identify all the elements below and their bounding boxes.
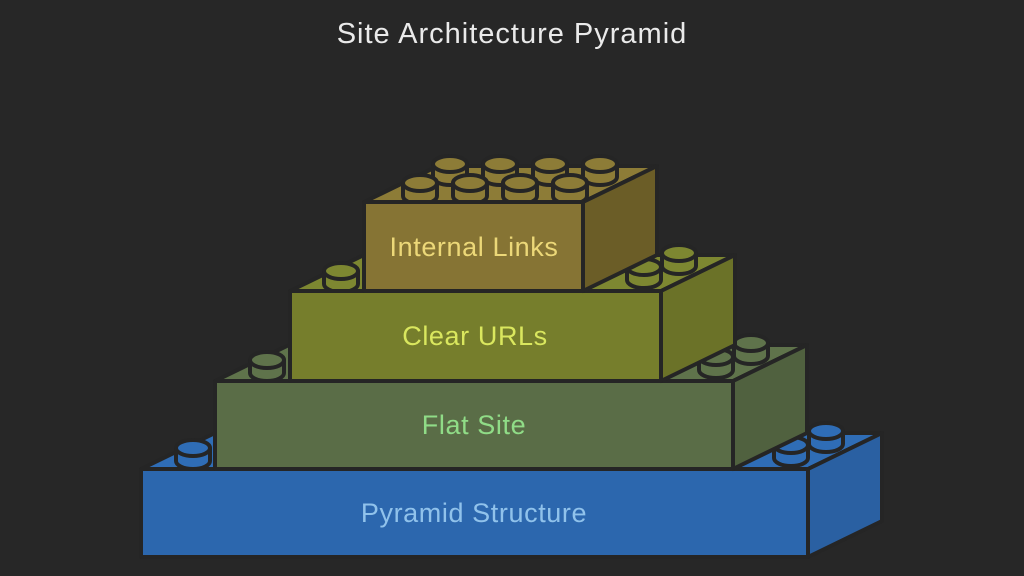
- lego-stud-icon: [807, 421, 845, 454]
- lego-stud-icon: [248, 350, 286, 383]
- lego-stud-icon: [322, 261, 360, 294]
- brick-label: Internal Links: [390, 232, 559, 262]
- brick-label: Flat Site: [422, 410, 526, 440]
- brick-studs: [322, 243, 698, 294]
- lego-stud-icon: [401, 173, 439, 206]
- lego-stud-icon: [732, 333, 770, 366]
- lego-stud-icon: [501, 173, 539, 206]
- brick-front-face: [213, 379, 735, 471]
- brick-internal-links: Internal Links: [362, 154, 659, 293]
- brick-front-face: [362, 200, 585, 293]
- page-title: Site Architecture Pyramid: [337, 18, 688, 50]
- lego-stud-icon: [174, 438, 212, 471]
- brick-label: Clear URLs: [402, 321, 548, 351]
- brick-label: Pyramid Structure: [361, 498, 587, 528]
- lego-stud-icon: [551, 173, 589, 206]
- brick-front-face: [288, 289, 663, 383]
- lego-stud-icon: [660, 243, 698, 276]
- brick-front-face: [139, 467, 810, 559]
- brick-studs: [401, 154, 619, 206]
- lego-stud-icon: [772, 435, 810, 468]
- lego-stud-icon: [451, 173, 489, 206]
